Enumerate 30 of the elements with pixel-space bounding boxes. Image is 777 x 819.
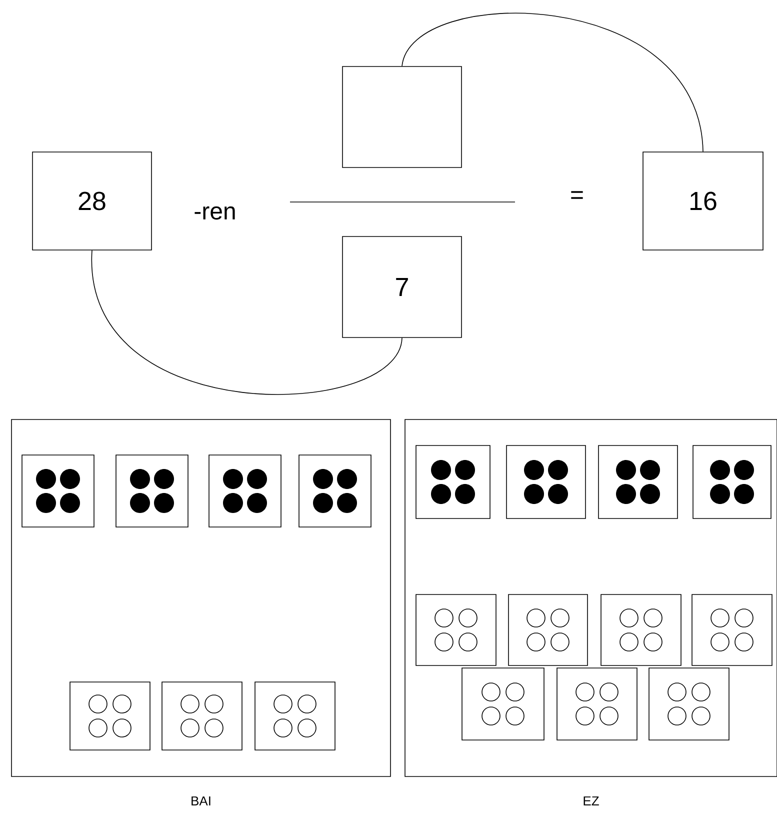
panel: EZ [404,419,777,806]
dot-card [556,668,638,740]
dot-card [598,445,678,519]
dot-card [162,682,242,750]
connector-curve [92,250,402,395]
suffix-text: -ren [194,206,235,220]
number-box: 28 [32,152,152,250]
dot-card [600,594,682,666]
number-box: 16 [642,152,764,250]
dot-card [298,454,372,528]
dot-card [22,454,94,528]
equals-sign: = [571,191,583,199]
dot-card [648,668,730,740]
panel: BAI [11,419,391,806]
dot-card [208,454,282,528]
connector-curve [402,12,704,152]
dot-card [692,445,772,519]
number-box: 7 [342,236,462,338]
dot-card [508,594,588,666]
empty-box [342,66,462,168]
node-label: EZ [584,796,599,806]
dot-card [462,668,544,740]
dot-card [116,454,188,528]
dot-card [506,445,586,519]
dot-card [416,594,496,666]
dot-card [416,445,490,519]
node-label: BAI [192,796,210,806]
dot-card [692,594,772,666]
dot-card [70,682,150,750]
dot-card [254,682,336,750]
